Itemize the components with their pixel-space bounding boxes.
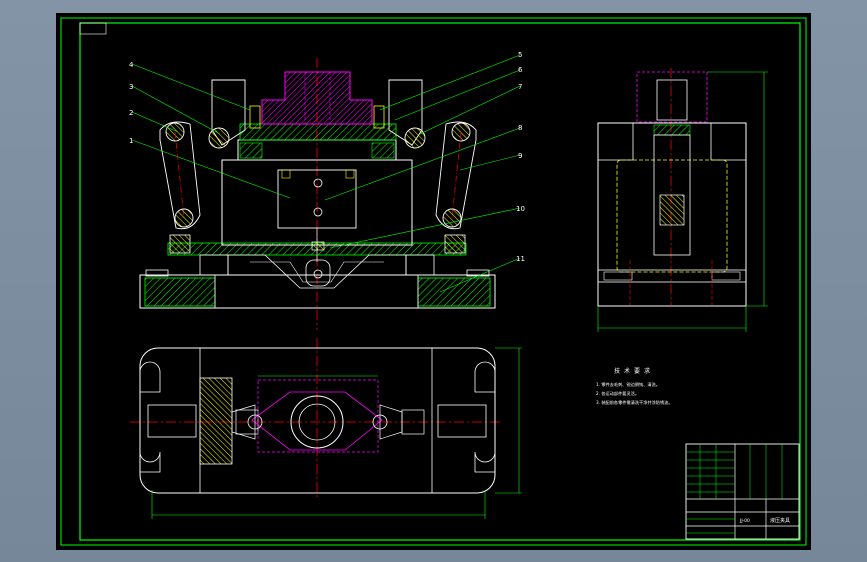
- drawing-number: JJ-00: [739, 518, 750, 524]
- title-block: 液压夹具 JJ-00: [685, 443, 800, 540]
- part-label-2: 2: [129, 109, 133, 117]
- part-label-8: 8: [518, 124, 522, 132]
- part-label-1: 1: [129, 137, 133, 145]
- part-label-7: 7: [518, 83, 522, 91]
- part-label-3: 3: [129, 83, 133, 91]
- part-label-11: 11: [516, 255, 525, 263]
- tech-req-item-3: 3. 装配前各零件需清洗干净并涂防锈油。: [596, 399, 673, 406]
- tech-req-item-2: 2. 各运动部件要灵活。: [596, 390, 639, 397]
- part-label-6: 6: [518, 66, 523, 74]
- top-view: [130, 338, 522, 519]
- side-view: [597, 68, 768, 332]
- tech-req-item-1: 1. 零件去毛刺、锐边倒钝、清洗。: [596, 381, 660, 388]
- drawing-title: 液压夹具: [770, 517, 790, 524]
- leader-lines: [131, 54, 521, 293]
- part-label-9: 9: [518, 152, 522, 160]
- front-view: [131, 54, 521, 330]
- part-label-10: 10: [516, 205, 525, 213]
- tech-req-title: 技术要求: [614, 367, 654, 375]
- part-label-5: 5: [518, 51, 522, 59]
- part-label-4: 4: [129, 61, 134, 69]
- inner-border: [79, 22, 801, 541]
- top-corner-box: [79, 22, 107, 35]
- part-number-labels: 4 3 2 1 5 6 7 8 9 10 11: [129, 51, 525, 263]
- outer-border: [60, 17, 807, 546]
- technical-requirements: 技术要求 1. 零件去毛刺、锐边倒钝、清洗。 2. 各运动部件要灵活。 3. 装…: [596, 367, 673, 406]
